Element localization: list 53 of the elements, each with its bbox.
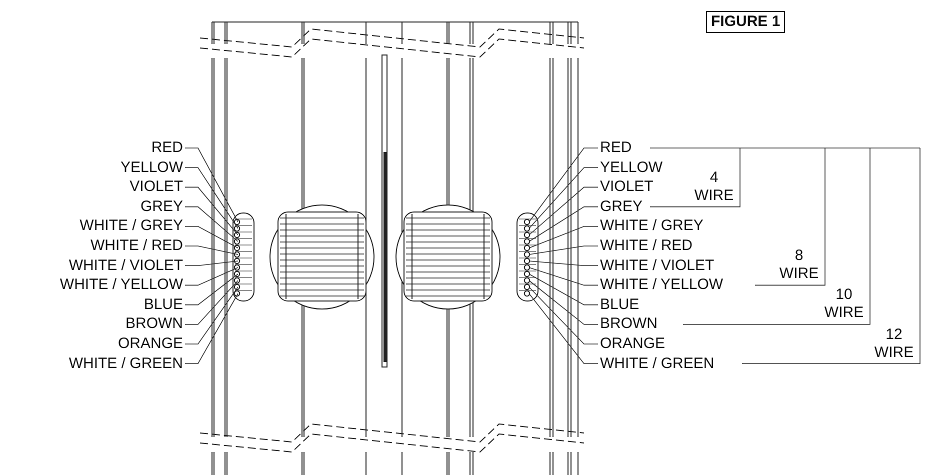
leader-line (184, 286, 238, 344)
leader-line (184, 267, 238, 286)
wire-color-label: BROWN (600, 316, 658, 332)
leader-line (528, 267, 598, 286)
leader-line (184, 226, 238, 248)
wire-color-label: VIOLET (130, 179, 183, 196)
leader-line (528, 226, 598, 248)
wire-color-label: RED (600, 140, 632, 156)
wire-color-label: WHITE / GREY (80, 218, 183, 234)
wire-count-label: 12 WIRE (873, 326, 915, 362)
wire-color-label: WHITE / YELLOW (60, 277, 183, 294)
leader-line (528, 148, 598, 222)
wire-color-label: RED (151, 140, 183, 156)
leader-line (184, 280, 238, 325)
wire-color-label: WHITE / GREEN (68, 356, 183, 372)
leader-line (528, 206, 598, 242)
wire-color-label: WHITE / RED (90, 238, 183, 254)
wire-color-label: GREY (140, 198, 183, 215)
leader-line (184, 246, 238, 255)
wire-count-label: 4 WIRE (693, 168, 735, 205)
wire-color-label: WHITE / YELLOW (600, 277, 724, 294)
wire-color-label: YELLOW (600, 160, 663, 176)
leader-line (184, 260, 238, 266)
leader-line (184, 148, 238, 222)
leader-line (528, 274, 598, 306)
wire-color-label: WHITE / GREY (600, 218, 704, 234)
wire-color-label: ORANGE (600, 336, 666, 352)
leader-line (528, 293, 598, 364)
wire-color-label: BROWN (126, 316, 183, 332)
wire-color-label: YELLOW (120, 160, 183, 176)
leader-line (184, 167, 238, 229)
wire-color-label: WHITE / GREEN (600, 356, 714, 372)
wire-color-label: WHITE / VIOLET (68, 258, 183, 274)
wire-count-label: 10 WIRE (823, 286, 865, 322)
leader-line (528, 167, 598, 229)
wire-count-label: 8 WIRE (778, 247, 820, 284)
leader-line (184, 206, 238, 242)
leader-line (528, 186, 598, 236)
leader-line (528, 260, 598, 266)
figure-title: FIGURE 1 (706, 11, 786, 33)
leader-line (528, 246, 598, 255)
leader-line (528, 286, 598, 344)
wire-color-label: WHITE / RED (600, 238, 692, 254)
leader-line (528, 280, 598, 325)
leader-line (184, 186, 238, 236)
wire-color-label: VIOLET (600, 179, 654, 196)
wire-color-label: WHITE / VIOLET (600, 258, 714, 274)
wire-color-label: ORANGE (118, 336, 183, 352)
leader-line (184, 274, 238, 306)
wire-color-label: BLUE (600, 296, 640, 313)
leader-line (184, 293, 238, 364)
wire-color-label: GREY (600, 198, 643, 215)
wire-color-label: BLUE (144, 296, 183, 313)
